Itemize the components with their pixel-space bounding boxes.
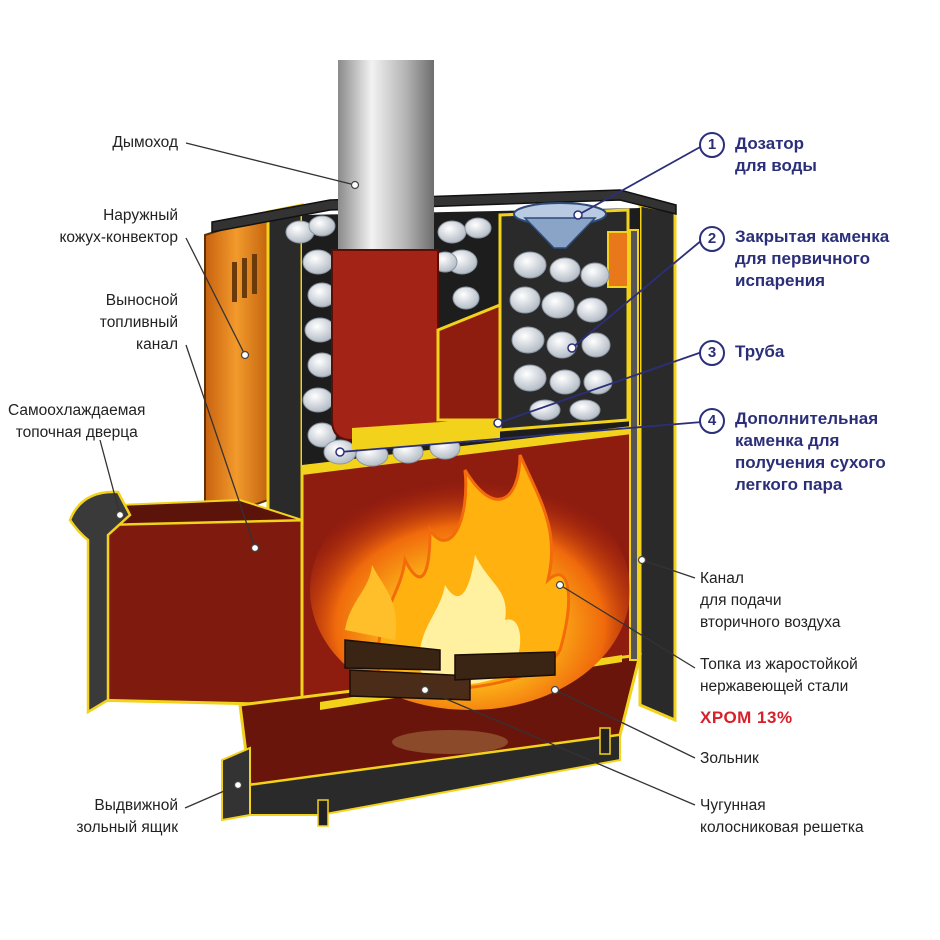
fuel-channel xyxy=(88,518,304,707)
leader-casing xyxy=(185,237,246,356)
air-channel xyxy=(629,229,639,661)
label-air-channel-line-2: для подачи xyxy=(700,592,782,609)
label-fuel-channel-line-3: канал xyxy=(136,336,178,353)
label-firebox-line-1: Топка из жаростойкой xyxy=(700,656,858,673)
label-door-line-1: Самоохлаждаемая xyxy=(8,402,146,419)
label-chrome: ХРОМ 13% xyxy=(700,708,793,727)
flame-left xyxy=(345,565,396,640)
callout-badge-2: 2 xyxy=(699,226,725,252)
label-air-channel-line-3: вторичного воздуха xyxy=(700,614,841,631)
log-3 xyxy=(454,651,556,681)
callout-line-2 xyxy=(571,239,703,349)
label-air-channel: Канал для подачи вторичного воздуха xyxy=(700,568,840,634)
heater-window xyxy=(607,231,629,288)
label-grate-line-2: колосниковая решетка xyxy=(700,819,864,836)
flame-inner xyxy=(419,555,521,685)
callout-4-line-3: получения сухого xyxy=(735,453,886,472)
leader-dots xyxy=(115,180,647,790)
label-fuel-channel-line-2: топливный xyxy=(99,314,178,331)
label-air-channel-line-1: Канал xyxy=(700,570,744,587)
leader-ash-box xyxy=(184,784,239,809)
label-casing: Наружный кожух-конвектор xyxy=(59,205,178,249)
leader-firebox xyxy=(559,584,696,669)
chimney-pipe-steel xyxy=(338,60,434,250)
callout-2-line-1: Закрытая каменка xyxy=(735,227,890,246)
leader-fuel-channel xyxy=(185,344,256,549)
label-door-line-2: топочная дверца xyxy=(15,424,138,441)
callout-line-1 xyxy=(577,145,703,216)
dot-2 xyxy=(567,343,577,353)
callout-label-3: Труба xyxy=(735,341,784,363)
callout-1-line-1: Дозатор xyxy=(735,134,805,153)
label-casing-line-1: Наружный xyxy=(103,207,178,224)
leader-grate xyxy=(424,689,696,806)
log-2 xyxy=(349,669,471,701)
left-wall xyxy=(266,203,304,533)
label-ash-box: Выдвижной зольный ящик xyxy=(76,795,178,839)
label-ash-box-line-2: зольный ящик xyxy=(76,819,178,836)
label-firebox: Топка из жаростойкой нержавеющей стали xyxy=(700,654,858,698)
leader-ash-pit xyxy=(554,689,696,759)
callout-badge-3: 3 xyxy=(699,340,725,366)
casing-vents xyxy=(232,254,257,302)
callout-2-line-2: для первичного xyxy=(735,249,871,268)
callout-line-3 xyxy=(497,351,703,424)
chimney-pipe-red xyxy=(331,249,439,441)
logs xyxy=(344,639,556,701)
label-door: Самоохлаждаемая топочная дверца xyxy=(8,400,145,444)
label-grate-line-1: Чугунная xyxy=(700,797,766,814)
label-ash-box-line-1: Выдвижной xyxy=(94,797,178,814)
label-firebox-line-2: нержавеющей стали xyxy=(700,678,849,695)
log-1 xyxy=(344,639,441,671)
callout-label-1: Дозатор для воды xyxy=(735,133,817,177)
callout-4-line-2: каменка для xyxy=(735,431,840,450)
leg-right xyxy=(599,727,611,755)
label-chimney-text: Дымоход xyxy=(112,134,178,151)
label-fuel-channel: Выносной топливный канал xyxy=(100,290,178,356)
chimney xyxy=(331,60,502,450)
callout-2-line-3: испарения xyxy=(735,271,826,290)
water-funnel xyxy=(523,217,597,249)
leg-left xyxy=(317,799,329,827)
leader-air-channel xyxy=(641,559,696,579)
right-wall xyxy=(638,203,677,723)
callout-4-line-1: Дополнительная xyxy=(735,409,879,428)
callout-dots xyxy=(335,210,583,457)
stone-shelf xyxy=(302,425,640,475)
ash-embers xyxy=(392,730,508,754)
callout-badge-1: 1 xyxy=(699,132,725,158)
callout-label-2: Закрытая каменка для первичного испарени… xyxy=(735,226,889,292)
label-ash-pit-text: Зольник xyxy=(700,750,759,767)
label-fuel-channel-line-1: Выносной xyxy=(105,292,178,309)
leader-door xyxy=(99,439,121,516)
callout-lines xyxy=(339,145,703,453)
label-grate: Чугунная колосниковая решетка xyxy=(700,795,864,839)
callout-4-line-4: легкого пара xyxy=(735,475,843,494)
leader-chimney xyxy=(185,142,356,186)
leader-lines xyxy=(99,142,696,809)
callout-1-line-2: для воды xyxy=(735,156,817,175)
label-chimney: Дымоход xyxy=(112,132,178,154)
base xyxy=(249,733,621,816)
callout-3-line-1: Труба xyxy=(735,342,785,361)
fire-door xyxy=(68,490,132,715)
callout-line-4 xyxy=(339,421,703,453)
callout-badge-4: 4 xyxy=(699,408,725,434)
dot-3 xyxy=(493,418,503,428)
label-ash-pit: Зольник xyxy=(700,748,759,770)
callout-label-4: Дополнительная каменка для получения сух… xyxy=(735,408,886,496)
dot-4 xyxy=(335,447,345,457)
casing-convector-panel xyxy=(204,213,269,522)
dot-1 xyxy=(573,210,583,220)
label-casing-line-2: кожух-конвектор xyxy=(59,229,178,246)
